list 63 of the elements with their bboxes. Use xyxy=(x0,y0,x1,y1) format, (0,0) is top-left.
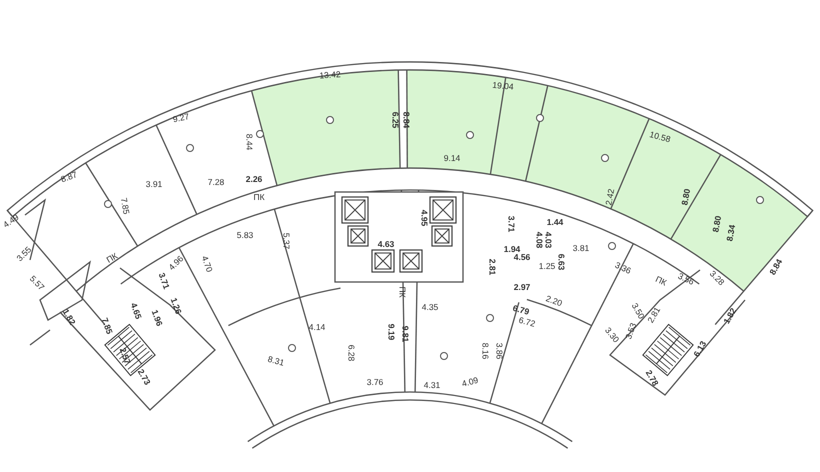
dimension-text: 6.28 xyxy=(346,344,356,362)
dimension-text: 3.56 xyxy=(676,272,696,286)
dimension-text: 9.19 xyxy=(386,324,396,340)
dimension-text: 6.79 xyxy=(512,304,530,316)
dimension-text: 2.42 xyxy=(604,188,616,206)
dimension-text: 1.44 xyxy=(546,218,564,226)
dimension-text: 3.53 xyxy=(624,322,638,340)
dimension-text: 5.57 xyxy=(28,274,46,292)
fire-hose-cabinet-label: ПК xyxy=(654,274,668,288)
dimension-text: 4.31 xyxy=(424,380,440,390)
fire-hose-cabinet-label: ПК xyxy=(253,192,265,202)
dimension-text: 1.94 xyxy=(504,244,520,254)
dimension-text: 10.58 xyxy=(648,130,672,144)
dimension-text: 4.63 xyxy=(378,240,394,248)
dimension-text: 6.25 xyxy=(390,112,400,128)
dimension-text: 4.09 xyxy=(460,376,480,388)
dimension-text: 6.72 xyxy=(518,316,536,328)
dimension-text: 2.26 xyxy=(246,174,262,184)
dimension-text: 8.34 xyxy=(725,224,737,242)
dimension-text: 3.86 xyxy=(494,342,504,360)
dimension-text: 7.85 xyxy=(100,316,114,336)
dimension-text: 3.36 xyxy=(614,260,632,276)
dimension-text: 2.20 xyxy=(544,294,564,308)
dimension-text: 3.76 xyxy=(366,378,384,386)
dimension-text: 3.91 xyxy=(146,180,162,188)
fire-hose-cabinet-label: ПК xyxy=(398,286,406,298)
dimension-text: 4.14 xyxy=(308,322,326,332)
dimension-text: 1.25 xyxy=(538,262,556,270)
dimension-text: 2.57 xyxy=(118,346,132,366)
dimension-text: 4.70 xyxy=(200,254,214,274)
dimension-text: 7.85 xyxy=(119,197,131,215)
dimension-text: 4.03 xyxy=(544,232,552,248)
dimension-text: 19.04 xyxy=(492,80,514,92)
dimension-text: 7.28 xyxy=(208,178,224,186)
fire-hose-cabinet-label: ПК xyxy=(105,252,119,264)
dimension-text: 4.49 xyxy=(2,212,20,230)
dimension-text: 9.81 xyxy=(400,326,410,342)
dimension-text: 8.87 xyxy=(60,170,78,184)
dimension-text: 13.42 xyxy=(319,70,341,80)
dimension-text: 4.08 xyxy=(534,232,544,248)
dimension-text: 1.26 xyxy=(169,296,183,316)
dimension-text: 4.65 xyxy=(129,302,143,320)
dimension-text: 3.71 xyxy=(157,272,171,290)
dimension-text: 8.80 xyxy=(711,215,723,233)
dimension-text: 8.31 xyxy=(266,354,286,368)
dimension-text: 4.56 xyxy=(514,252,530,262)
dimension-text: 6.63 xyxy=(556,254,566,270)
dimension-text: 9.14 xyxy=(444,154,460,162)
dimension-text: 8.80 xyxy=(680,188,692,206)
dimension-text: 3.71 xyxy=(506,216,516,232)
dimension-text: 8.16 xyxy=(480,342,490,360)
dimension-text: 4.35 xyxy=(422,302,438,312)
dimension-text: 5.37 xyxy=(282,232,290,250)
dimension-text: 8.84 xyxy=(402,112,410,128)
dimension-text: 2.97 xyxy=(514,282,530,292)
dimension-text: 3.81 xyxy=(572,244,590,252)
dimension-text: 2.81 xyxy=(488,258,496,276)
dimension-text: 5.83 xyxy=(236,230,254,240)
dimension-text: 8.44 xyxy=(244,134,254,150)
dimension-text: 1.96 xyxy=(150,308,164,328)
dimension-text: 4.95 xyxy=(420,210,428,226)
dimension-text: 9.27 xyxy=(172,112,190,124)
dimension-text: 4.96 xyxy=(167,254,185,272)
